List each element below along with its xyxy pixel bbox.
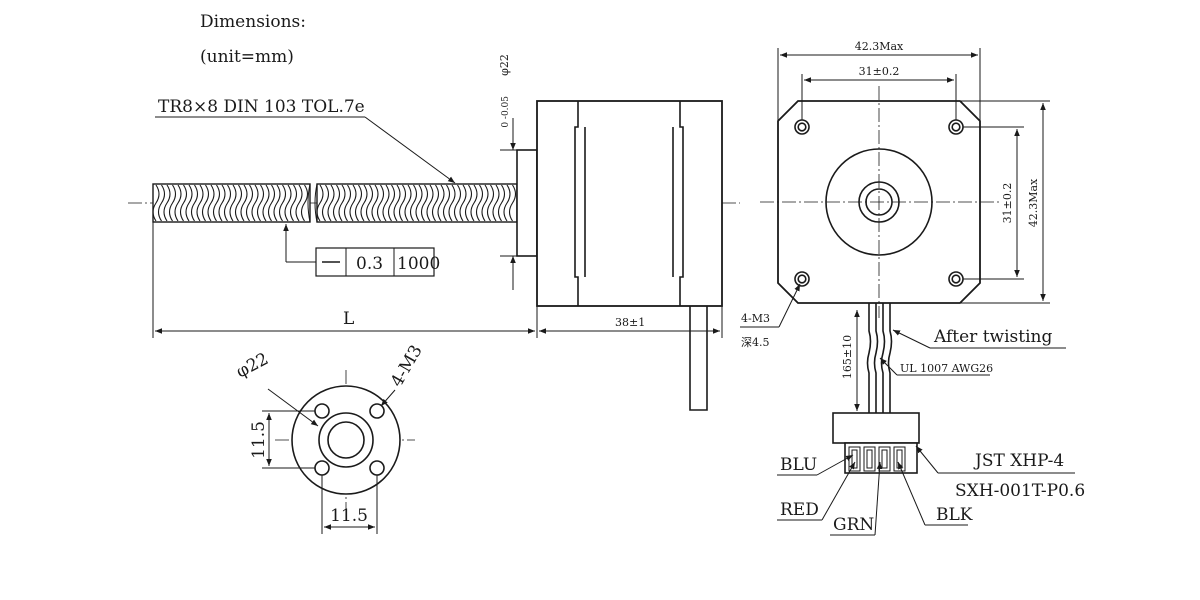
connector-callout: JST XHP-4 SXH-001T-P0.6 — [915, 445, 1085, 501]
hole-depth-label: 深4.5 — [741, 336, 770, 349]
hole-spacing-x-label: 31±0.2 — [859, 65, 900, 78]
wire-spec-label: UL 1007 AWG26 — [900, 362, 993, 375]
after-twisting-label: After twisting — [933, 327, 1052, 347]
thread-pattern-right — [316, 184, 517, 222]
nut-horizontal-spacing-label: 11.5 — [330, 506, 368, 526]
connector-label: JST XHP-4 — [973, 451, 1064, 471]
drawing-unit: (unit=mm) — [200, 47, 294, 67]
nut-vertical-spacing-label: 11.5 — [249, 421, 269, 459]
straightness-length: 1000 — [397, 254, 440, 274]
shaft-outer — [858, 181, 900, 223]
lead-screw-side-view — [128, 149, 740, 257]
nut-holes-callout: 4-M3 — [380, 342, 427, 407]
flange-diameter-dimension: φ22 0 -0.05 — [498, 54, 517, 290]
nut-diameter-label: φ22 — [233, 349, 272, 382]
overall-width-dimension: 42.3Max — [777, 40, 981, 121]
motor-front-view — [760, 86, 1000, 318]
mount-hole-label: 4-M3 — [741, 312, 770, 325]
thread-spec-callout: TR8×8 DIN 103 TOL.7e — [155, 97, 456, 184]
overall-height-dimension: 42.3Max — [960, 100, 1050, 304]
overall-height-label: 42.3Max — [1027, 178, 1040, 227]
wire-color-grn: GRN — [833, 515, 874, 535]
flange-tolerance-label: 0 -0.05 — [501, 96, 511, 128]
motor-length-label: 38±1 — [615, 316, 645, 329]
lead-length-dimension: 165±10 — [841, 310, 860, 411]
shaft-inner — [865, 188, 893, 216]
wire-color-red: RED — [780, 500, 819, 520]
twisting-callout: After twisting — [892, 327, 1066, 349]
flange-diameter-label: φ22 — [498, 54, 511, 76]
hole-spacing-x-dimension: 31±0.2 — [801, 65, 957, 120]
nut-holes-label: 4-M3 — [387, 342, 427, 391]
straightness-value: 0.3 — [356, 254, 383, 274]
motor-body-side-view — [536, 100, 723, 411]
lead-length-label: 165±10 — [841, 335, 854, 379]
length-l-label: L — [343, 309, 354, 329]
drawing-title: Dimensions: — [200, 12, 306, 32]
lead-wire-bundle — [866, 303, 893, 413]
nut-bore-outer — [318, 412, 374, 468]
jst-connector — [832, 412, 920, 474]
straightness-tolerance-frame: 0.3 1000 — [283, 224, 440, 277]
wire-color-callouts: BLU RED GRN BLK — [777, 454, 973, 536]
terminal-label: SXH-001T-P0.6 — [955, 481, 1085, 501]
hole-spacing-y-label: 31±0.2 — [1001, 183, 1014, 224]
nut-vertical-spacing-dimension: 11.5 — [249, 410, 315, 469]
wire-color-blk: BLK — [936, 505, 973, 525]
wire-color-blu: BLU — [780, 455, 817, 475]
wire-spec-callout: UL 1007 AWG26 — [879, 357, 993, 376]
thread-spec-label: TR8×8 DIN 103 TOL.7e — [158, 97, 365, 117]
thread-pattern-left — [152, 184, 309, 222]
nut-horizontal-spacing-dimension: 11.5 — [321, 475, 378, 534]
nut-bore-inner — [327, 421, 365, 459]
hole-spacing-y-dimension: 31±0.2 — [963, 126, 1024, 280]
length-l-dimension: L 38±1 — [152, 222, 723, 338]
pilot-circle — [825, 148, 933, 256]
mount-hole-callout: 4-M3 深4.5 — [740, 283, 801, 349]
overall-width-label: 42.3Max — [855, 40, 904, 53]
